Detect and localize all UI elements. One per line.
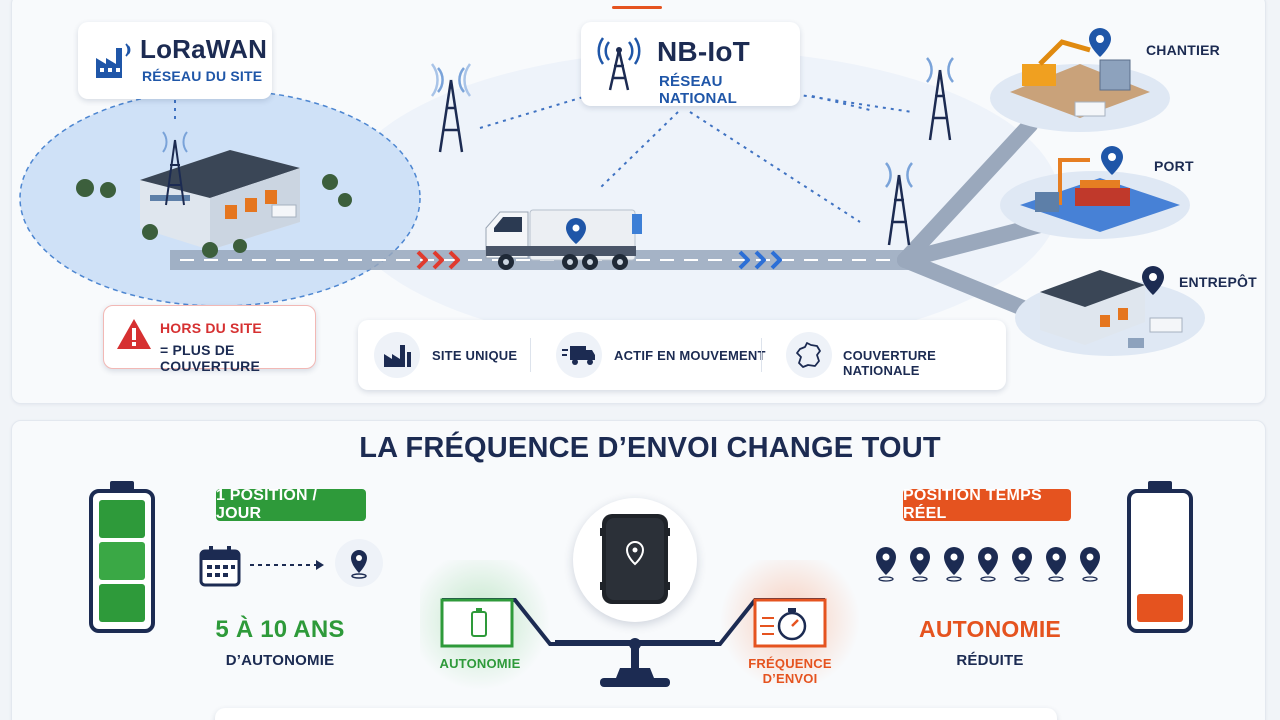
nbiot-subtitle: RÉSEAU NATIONAL (659, 73, 737, 107)
moving-truck-icon (562, 346, 595, 365)
antenna-tower-right-mid (885, 162, 913, 246)
chip-one-position: 1 POSITION / JOUR (216, 487, 366, 522)
antenna-icon (597, 37, 641, 91)
factory-icon (384, 345, 411, 367)
label-entrepot: ENTREPÔT (1179, 274, 1257, 290)
feature-label-nationale: COUVERTURE NATIONALE (843, 348, 937, 378)
battery-full-icon (89, 481, 155, 633)
entrepot-scene (1015, 270, 1205, 356)
location-pin-icon (1080, 547, 1100, 575)
feature-item-mouvement-icon-wrap (556, 332, 602, 378)
right-autonomy-caption: RÉDUITE (956, 652, 1024, 669)
left-autonomy-value: 5 À 10 ANS (215, 616, 345, 643)
location-pin-icon (910, 547, 930, 575)
feature-item-site-unique-icon-wrap (374, 332, 420, 378)
antenna-tower-left (430, 63, 472, 153)
feature-divider (530, 338, 531, 372)
left-autonomy-caption: D’AUTONOMIE (225, 652, 335, 669)
warning-line1: HORS DU SITE (160, 320, 262, 336)
feature-item-nationale-icon-wrap (786, 332, 832, 378)
lorawan-subtitle: RÉSEAU DU SITE (142, 68, 263, 84)
balance-scale (420, 560, 860, 690)
pin-icon-chantier (1089, 28, 1111, 57)
network-illustration (19, 28, 1205, 356)
location-pin-icon (335, 539, 383, 587)
pin-icon-entrepot (1142, 266, 1164, 295)
feature-divider (761, 338, 762, 372)
nbiot-card: NB-IoT RÉSEAU NATIONAL (581, 22, 800, 107)
truck-illustration (485, 209, 642, 270)
location-pin-icon (978, 547, 998, 575)
nbiot-title: NB-IoT (657, 36, 750, 67)
chip-temps-reel: POSITION TEMPS RÉEL (903, 487, 1071, 522)
label-chantier: CHANTIER (1146, 42, 1220, 58)
warning-line2: = PLUS DE COUVERTURE (160, 342, 261, 374)
chantier-scene (990, 39, 1170, 132)
location-pin-icon (1012, 547, 1032, 575)
calendar-icon (199, 546, 241, 587)
truck-pin-icon (566, 218, 586, 244)
location-pin-icon (944, 547, 964, 575)
france-map-icon (796, 342, 821, 368)
top-accent-bar (612, 6, 662, 9)
antenna-tower-right-top (926, 57, 954, 141)
location-pin-icon (1046, 547, 1066, 575)
battery-low-icon (1127, 481, 1193, 633)
dashed-arrow-icon (250, 560, 324, 570)
location-pin-icon (876, 547, 896, 575)
right-autonomy-value: AUTONOMIE (919, 616, 1061, 642)
feature-label-site-unique: SITE UNIQUE (432, 348, 518, 363)
frequency-title: LA FRÉQUENCE D’ENVOI CHANGE TOUT (359, 432, 941, 464)
scale-left-label: AUTONOMIE (439, 656, 521, 671)
factory-wifi-icon (96, 43, 131, 78)
bottom-summary-card (215, 708, 1057, 720)
port-scene (1000, 158, 1190, 239)
label-port: PORT (1154, 158, 1194, 174)
site-antenna-tower (162, 131, 188, 206)
feature-label-mouvement: ACTIF EN MOUVEMENT (614, 348, 766, 363)
pin-row-icons (876, 547, 1100, 582)
lorawan-card: LoRaWAN RÉSEAU DU SITE (78, 22, 272, 99)
scale-right-label: FRÉQUENCE D’ENVOI (748, 656, 832, 686)
warning-icon (117, 319, 151, 349)
gps-tracker-icon (600, 514, 670, 604)
lorawan-title: LoRaWAN (140, 34, 268, 64)
stopwatch-icon (760, 608, 807, 641)
pin-icon-port (1101, 146, 1123, 175)
feature-bar: SITE UNIQUE ACTIF EN MOUVEMENT COUVERTUR… (358, 320, 1006, 390)
warning-card: HORS DU SITE = PLUS DE COUVERTURE (103, 305, 316, 374)
